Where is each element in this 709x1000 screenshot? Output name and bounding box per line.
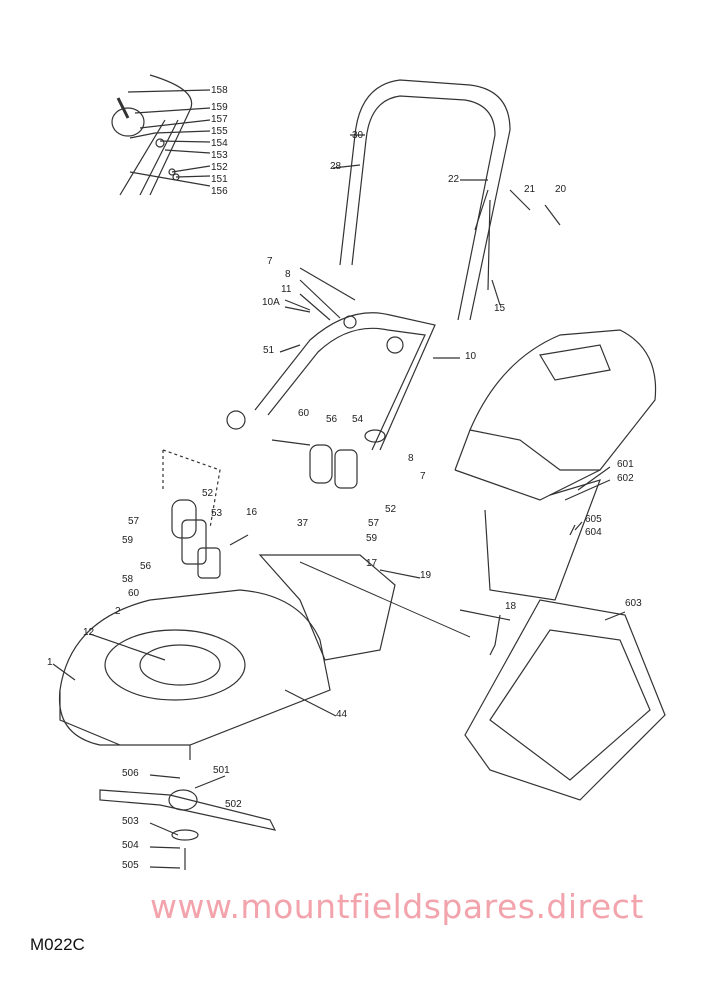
part-label: 2 <box>115 606 121 617</box>
part-label: 505 <box>122 860 139 871</box>
part-label: 603 <box>625 598 642 609</box>
part-label: 158 <box>211 85 228 96</box>
part-label: 159 <box>211 102 228 113</box>
part-label: 8 <box>408 453 414 464</box>
part-label: 503 <box>122 816 139 827</box>
part-label: 17 <box>366 558 378 569</box>
mower-deck <box>52 589 337 760</box>
part-label: 18 <box>505 601 517 612</box>
part-label: 10A <box>262 297 280 308</box>
grassbox-lid <box>454 329 657 501</box>
part-label: 57 <box>128 516 140 527</box>
part-label: 152 <box>211 162 228 173</box>
part-label: 157 <box>211 114 228 125</box>
part-label: 58 <box>122 574 134 585</box>
part-label: 37 <box>297 518 309 529</box>
part-label: 154 <box>211 138 228 149</box>
part-label: 11 <box>281 284 292 295</box>
watermark: www.mountfieldspares.direct <box>150 887 644 926</box>
part-label: 60 <box>128 588 140 599</box>
upper-handle <box>332 79 561 321</box>
part-label: 151 <box>211 174 228 185</box>
part-label: 502 <box>225 799 242 810</box>
part-label: 21 <box>524 184 536 195</box>
part-label: 605 <box>585 514 602 525</box>
part-label: 56 <box>140 561 152 572</box>
part-label: 22 <box>448 174 460 185</box>
part-label: 8 <box>285 269 291 280</box>
part-label: 504 <box>122 840 139 851</box>
part-label: 56 <box>326 414 338 425</box>
blade-assembly <box>99 774 277 870</box>
part-label: 501 <box>213 765 230 776</box>
part-label: 51 <box>263 345 275 356</box>
part-label: 10 <box>465 351 477 362</box>
drive-adjusters <box>162 429 386 579</box>
part-label: 28 <box>330 161 342 172</box>
part-label: 155 <box>211 126 228 137</box>
part-label: 57 <box>368 518 380 529</box>
grassbox-frame-bag <box>459 479 666 801</box>
part-label: 59 <box>366 533 378 544</box>
part-label: 156 <box>211 186 228 197</box>
rear-flap <box>258 554 471 661</box>
part-label: 16 <box>246 507 258 518</box>
part-label: 52 <box>385 504 397 515</box>
part-label: 60 <box>298 408 310 419</box>
part-label: 54 <box>352 414 364 425</box>
part-label: 15 <box>494 303 506 314</box>
part-label: 53 <box>211 508 223 519</box>
part-label: 30 <box>352 130 364 141</box>
part-label: 20 <box>555 184 567 195</box>
inset-handle-detail <box>111 74 211 196</box>
part-label: 59 <box>122 535 134 546</box>
part-label: 153 <box>211 150 228 161</box>
part-label: 7 <box>420 471 426 482</box>
diagram-code: M022C <box>30 935 85 954</box>
part-label: 52 <box>202 488 214 499</box>
part-label: 12 <box>83 627 95 638</box>
part-label: 1 <box>47 657 53 668</box>
part-label: 601 <box>617 459 634 470</box>
part-label: 7 <box>267 256 273 267</box>
part-label: 506 <box>122 768 139 779</box>
part-label: 602 <box>617 473 634 484</box>
part-label: 19 <box>420 570 432 581</box>
part-label: 44 <box>336 709 348 720</box>
lower-handle <box>226 267 460 451</box>
part-label: 604 <box>585 527 602 538</box>
